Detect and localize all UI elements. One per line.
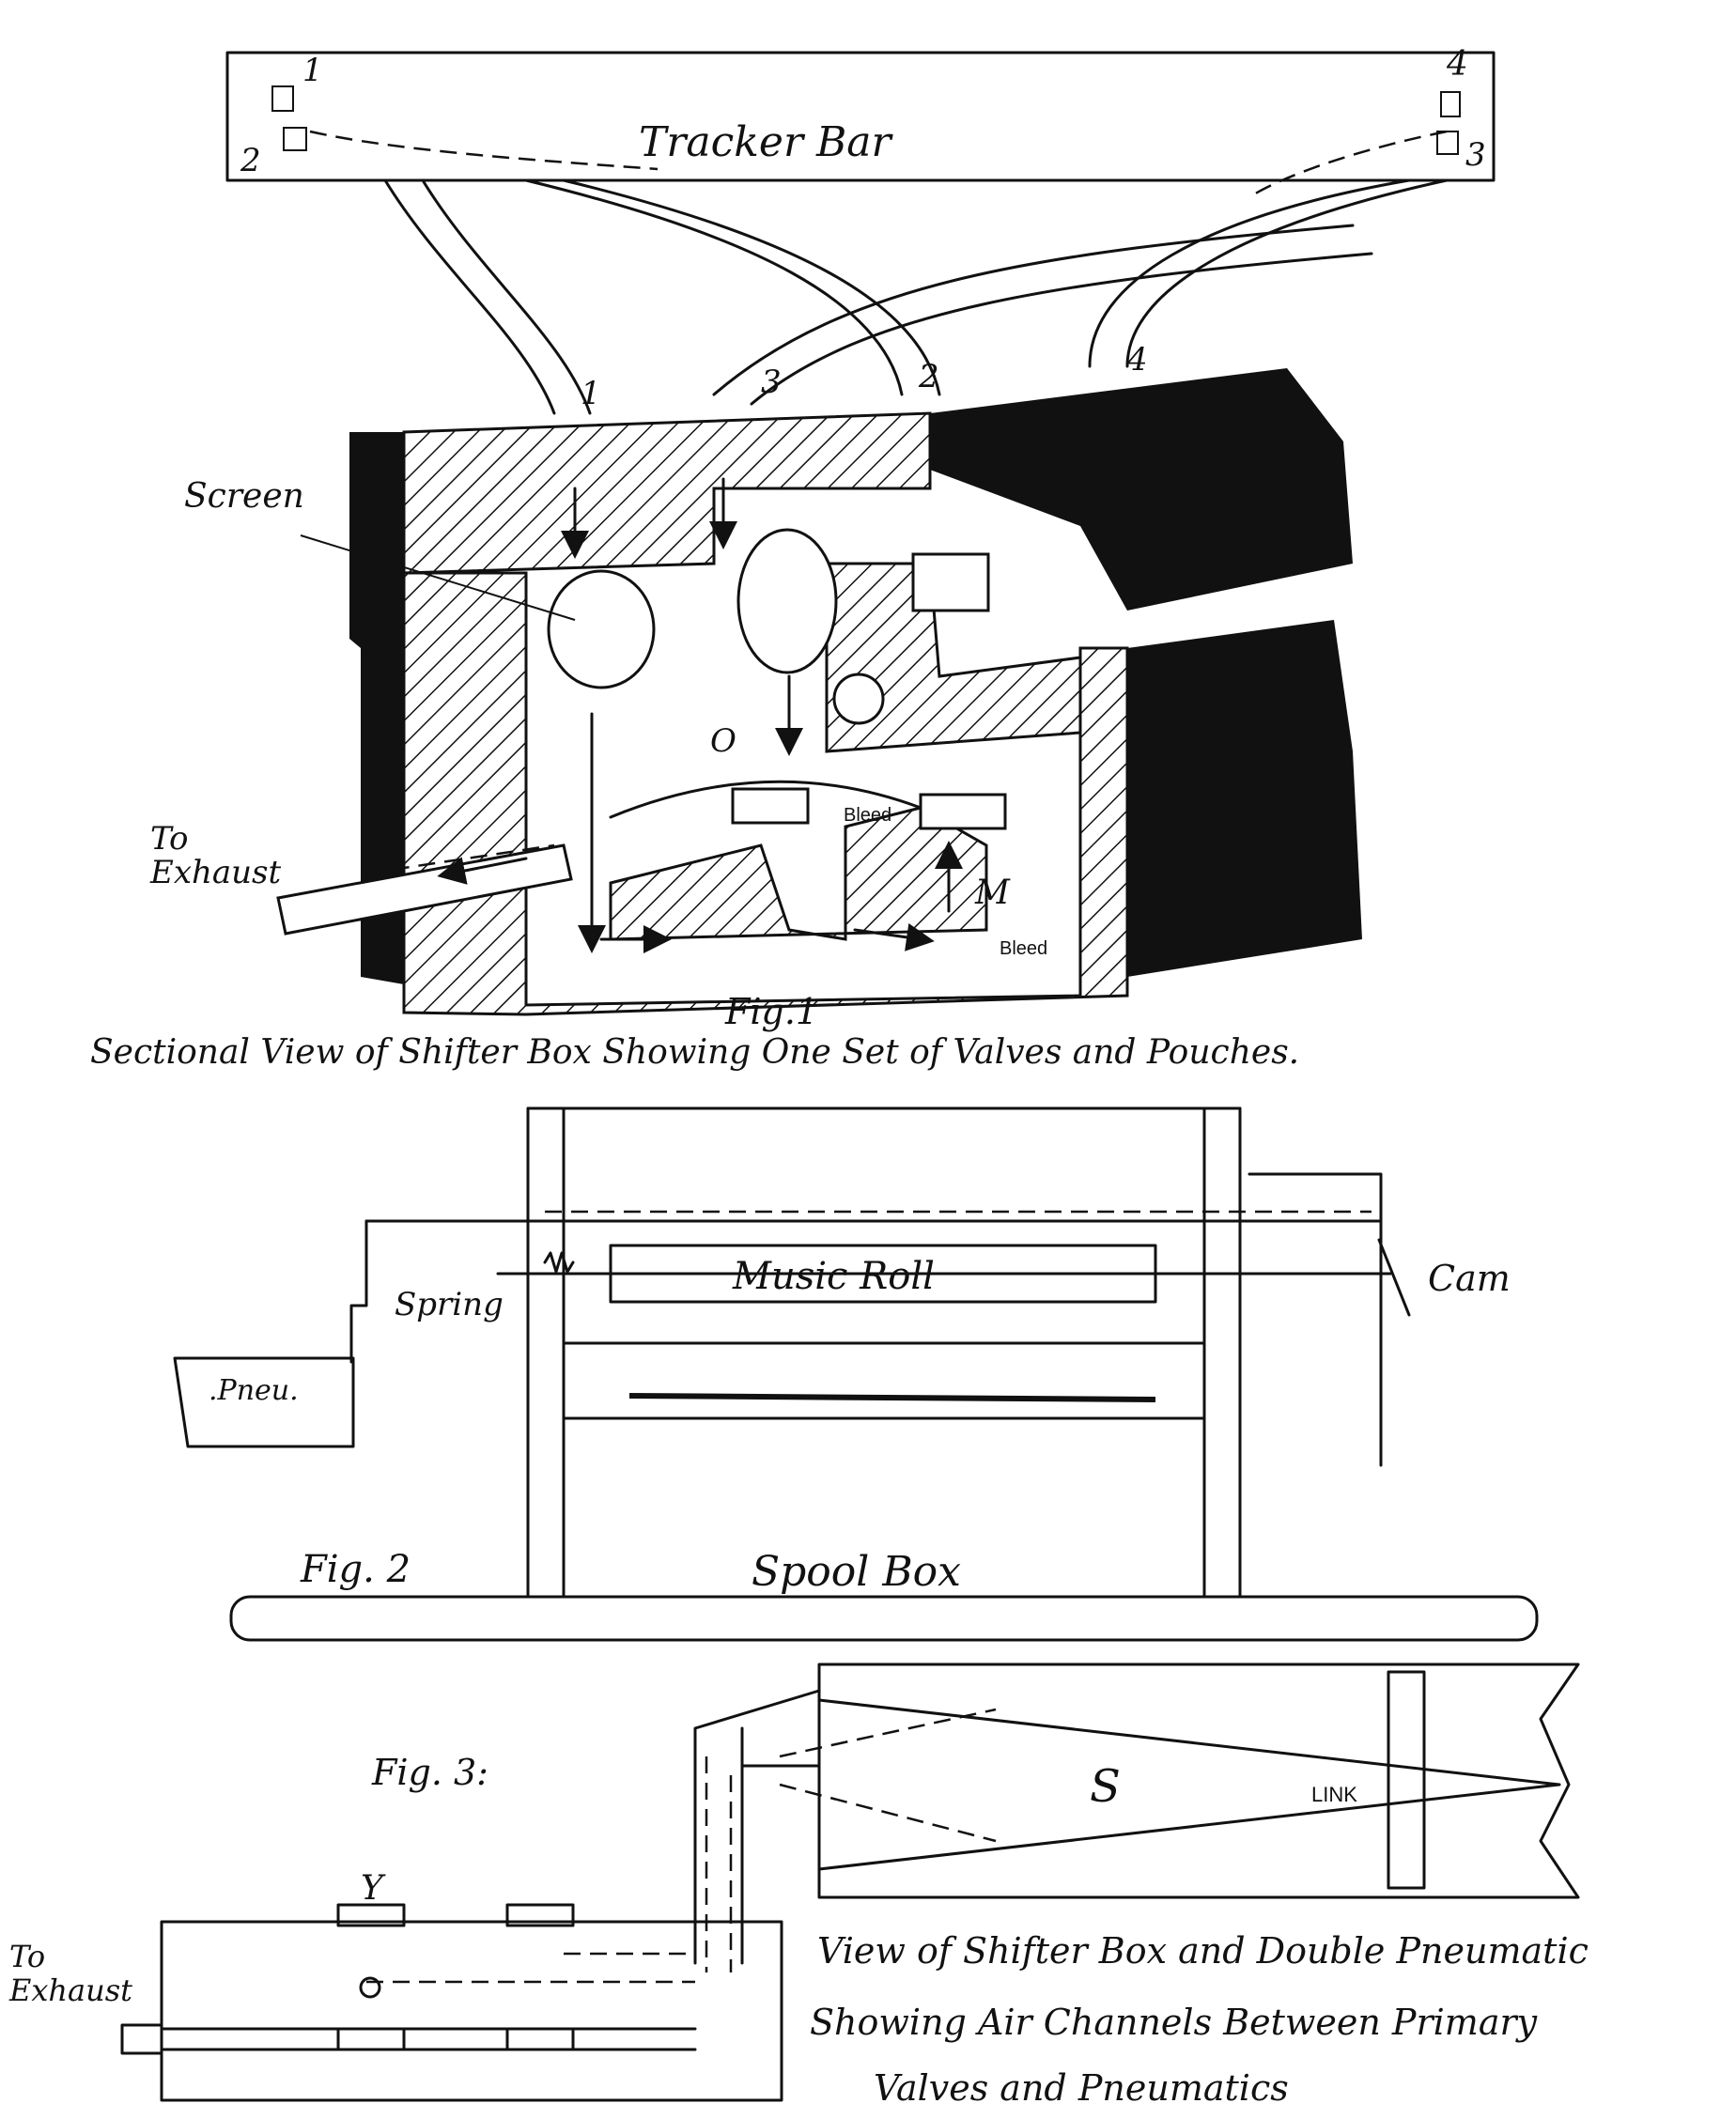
secondary-valve [911,552,990,612]
to-exhaust-label-line2: Exhaust [8,1972,132,2008]
label-y: Y [361,1869,386,1908]
tube-4-inner [1125,178,1449,368]
tracker-bar [225,51,1496,182]
tube-number-1: 1 [581,375,601,412]
pneumatic-lower-leaf [817,1783,1561,1871]
channel-dash-up [705,1756,733,1972]
label-o: O [710,722,736,760]
fig3-caption-line3: Valves and Pneumatics [874,2067,1289,2109]
primary-valve-y [336,1903,406,1927]
spool-box-left-post [526,1106,566,1599]
fig2-label: Fig. 2 [300,1548,411,1591]
tracker-port-3 [1436,131,1459,155]
tracker-port-2 [283,127,307,151]
valve-disc-1 [731,787,810,825]
primary-valve-2 [505,1903,575,1927]
screen-valve [547,569,656,689]
exhaust-stub [120,2023,163,2055]
box-top-right-block [930,368,1353,611]
tube-number-4: 4 [1126,341,1148,379]
box-inner-channel [160,2027,697,2051]
tube-2-inner [562,178,941,396]
link-label: LINK [1311,1783,1357,1806]
valve-disc-2 [919,793,1007,830]
lower-spool-bar [628,1393,1156,1402]
tube-3 [712,224,1355,396]
port-number-3: 3 [1465,136,1486,174]
port-number-4: 4 [1446,45,1468,84]
spool-box-right-bracket [1248,1172,1383,1467]
box-right-end [1127,620,1362,977]
cam-label: Cam [1428,1258,1511,1299]
spool-box-right-post [1202,1106,1242,1599]
tube-2 [524,178,904,396]
screen-label: Screen [184,477,304,516]
tube-1-inner [421,178,592,415]
to-exhaust-label-line1: To [150,820,189,858]
link [1387,1670,1426,1890]
exhaust-dash [365,843,555,875]
tube-number-2: 2 [918,358,939,395]
tube-dash-left [309,130,659,171]
channel-dash-top [779,1708,997,1843]
box-lower-block [609,806,988,941]
spring-label: Spring [395,1286,504,1323]
tube-number-3: 3 [761,363,782,401]
box-left-end [349,432,404,984]
check-valve [832,673,885,725]
port-number-1: 1 [302,52,323,89]
cam [1377,1238,1411,1317]
fig3-shifter-box: Fig. 3: S LINK Y To Exhaust View of Shif… [8,1663,1589,2109]
tube-1 [383,178,556,415]
label-s: S [1090,1760,1121,1813]
channel-riser [693,1689,821,1965]
exhaust-flow-arrow [437,857,528,885]
port-number-2: 2 [240,142,261,179]
spool-box-base [229,1595,1539,1642]
box-front-wall [402,571,1129,1016]
pneumatic [173,1356,355,1448]
bleed-label-1: Bleed [844,805,891,826]
stair-bracket [349,1219,368,1364]
tracker-port-1 [271,85,294,112]
exhaust-pipe [276,843,573,936]
to-exhaust-label-line1: To [9,1939,45,1974]
lower-valve-1 [336,2027,406,2051]
double-pneumatic [817,1663,1580,1899]
fig3-caption-line2: Showing Air Channels Between Primary [810,2002,1538,2043]
fig3-caption-line1: View of Shifter Box and Double Pneumatic [817,1930,1589,1972]
diaphragm [609,780,922,819]
bleed-label-2: Bleed [1000,938,1047,959]
tube-dash-right [1248,130,1448,199]
tube-4 [1088,178,1411,368]
spool-box-label: Spool Box [752,1548,961,1596]
tube-3-inner [750,252,1373,406]
to-exhaust-label-line2: Exhaust [149,854,282,891]
shifter-box-body [160,1920,783,2102]
screen-leader [300,534,576,621]
spring [543,1251,575,1274]
lower-valve-2 [505,2027,575,2051]
pneu-label: .Pneu. [209,1374,299,1407]
fig1-section-view: Tracker Bar 1 2 3 4 1 3 2 4 [90,45,1496,1072]
music-roll-label: Music Roll [732,1255,935,1298]
pneumatic-upper-leaf [817,1698,1561,1786]
fig2-spool-box: Music Roll Spring Cam .Pneu. Fig. 2 Spoo… [173,1106,1539,1642]
primary-pouch [736,528,838,674]
valve-port [359,1976,381,1999]
tracker-bar-label: Tracker Bar [639,118,894,166]
tracker-port-4 [1440,91,1461,117]
box-top-wall [402,411,932,575]
label-m: M [974,874,1011,912]
fig1-caption: Sectional View of Shifter Box Showing On… [90,1033,1299,1072]
channel-right [853,923,935,951]
box-dash-channel [366,1952,695,1984]
fig1-label: Fig.1 [724,991,818,1032]
fig3-label: Fig. 3: [371,1752,488,1793]
lower-spool [562,1341,1206,1420]
